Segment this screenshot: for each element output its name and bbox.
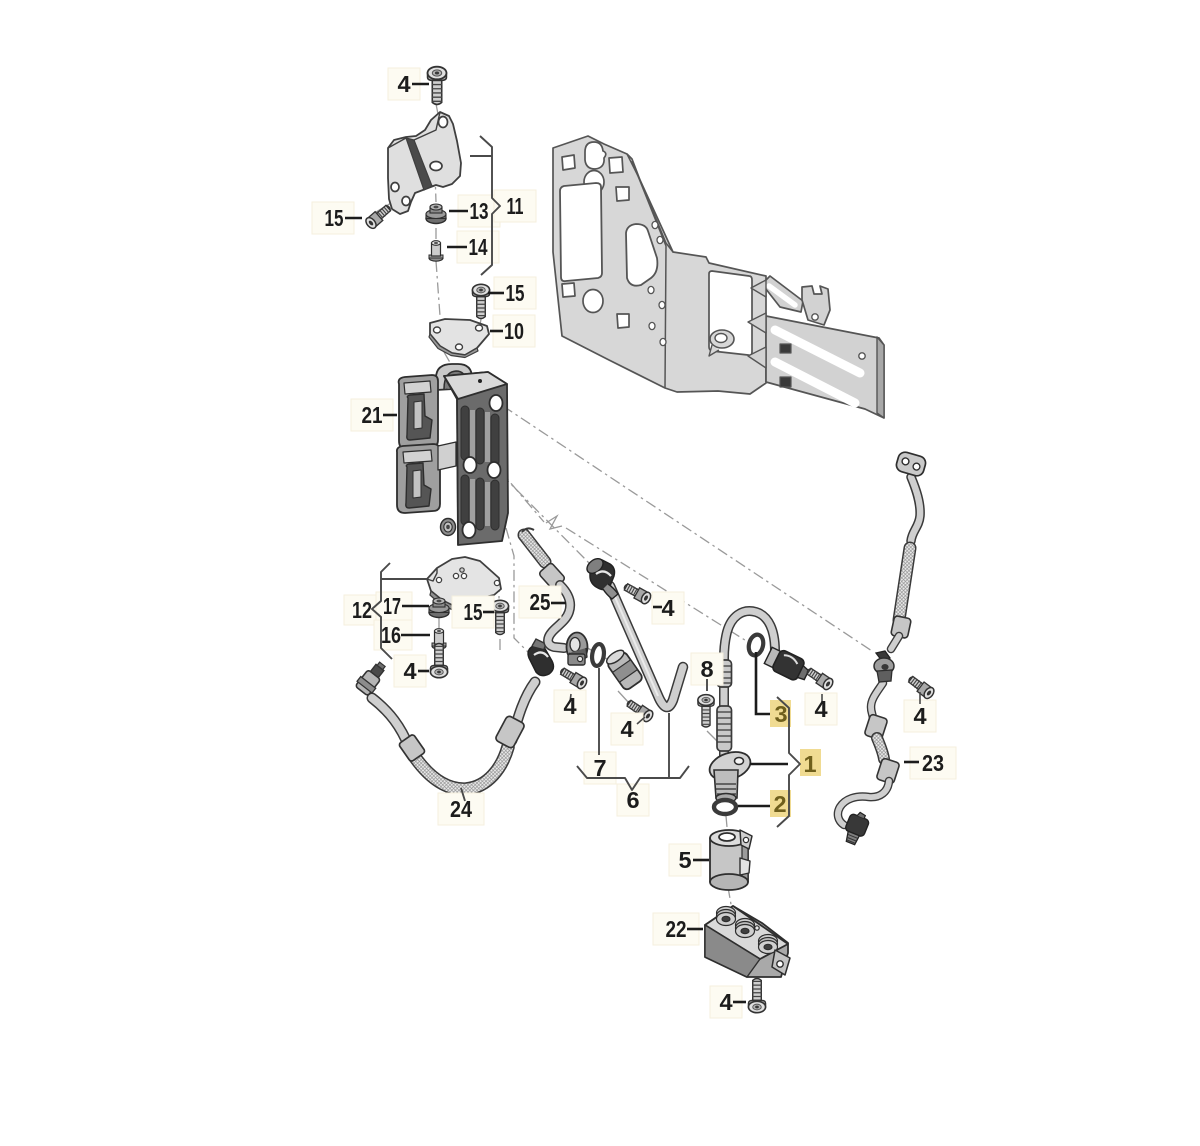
svg-text:10: 10 <box>504 318 524 344</box>
svg-text:5: 5 <box>678 847 691 873</box>
svg-text:12: 12 <box>352 597 372 623</box>
svg-text:24: 24 <box>450 796 472 822</box>
svg-text:25: 25 <box>530 589 551 615</box>
svg-text:4: 4 <box>563 693 576 719</box>
svg-text:15: 15 <box>506 280 525 306</box>
svg-text:11: 11 <box>507 193 524 219</box>
svg-text:16: 16 <box>381 622 401 648</box>
svg-text:14: 14 <box>469 234 488 260</box>
svg-text:6: 6 <box>626 787 639 813</box>
svg-text:15: 15 <box>464 599 483 625</box>
svg-text:4: 4 <box>620 716 633 742</box>
svg-text:2: 2 <box>773 791 786 817</box>
svg-text:22: 22 <box>666 916 687 942</box>
svg-text:3: 3 <box>774 701 787 727</box>
svg-text:1: 1 <box>803 751 816 777</box>
svg-text:8: 8 <box>700 656 713 682</box>
svg-text:4: 4 <box>719 989 732 1015</box>
svg-text:7: 7 <box>593 755 606 781</box>
svg-text:4: 4 <box>397 71 410 97</box>
svg-text:4: 4 <box>913 703 926 729</box>
svg-text:23: 23 <box>922 750 944 776</box>
svg-text:21: 21 <box>362 402 383 428</box>
svg-text:17: 17 <box>383 593 401 619</box>
svg-text:15: 15 <box>325 205 344 231</box>
svg-text:13: 13 <box>470 198 489 224</box>
svg-text:4: 4 <box>403 658 416 684</box>
svg-text:4: 4 <box>814 696 827 722</box>
svg-text:4: 4 <box>661 595 674 621</box>
